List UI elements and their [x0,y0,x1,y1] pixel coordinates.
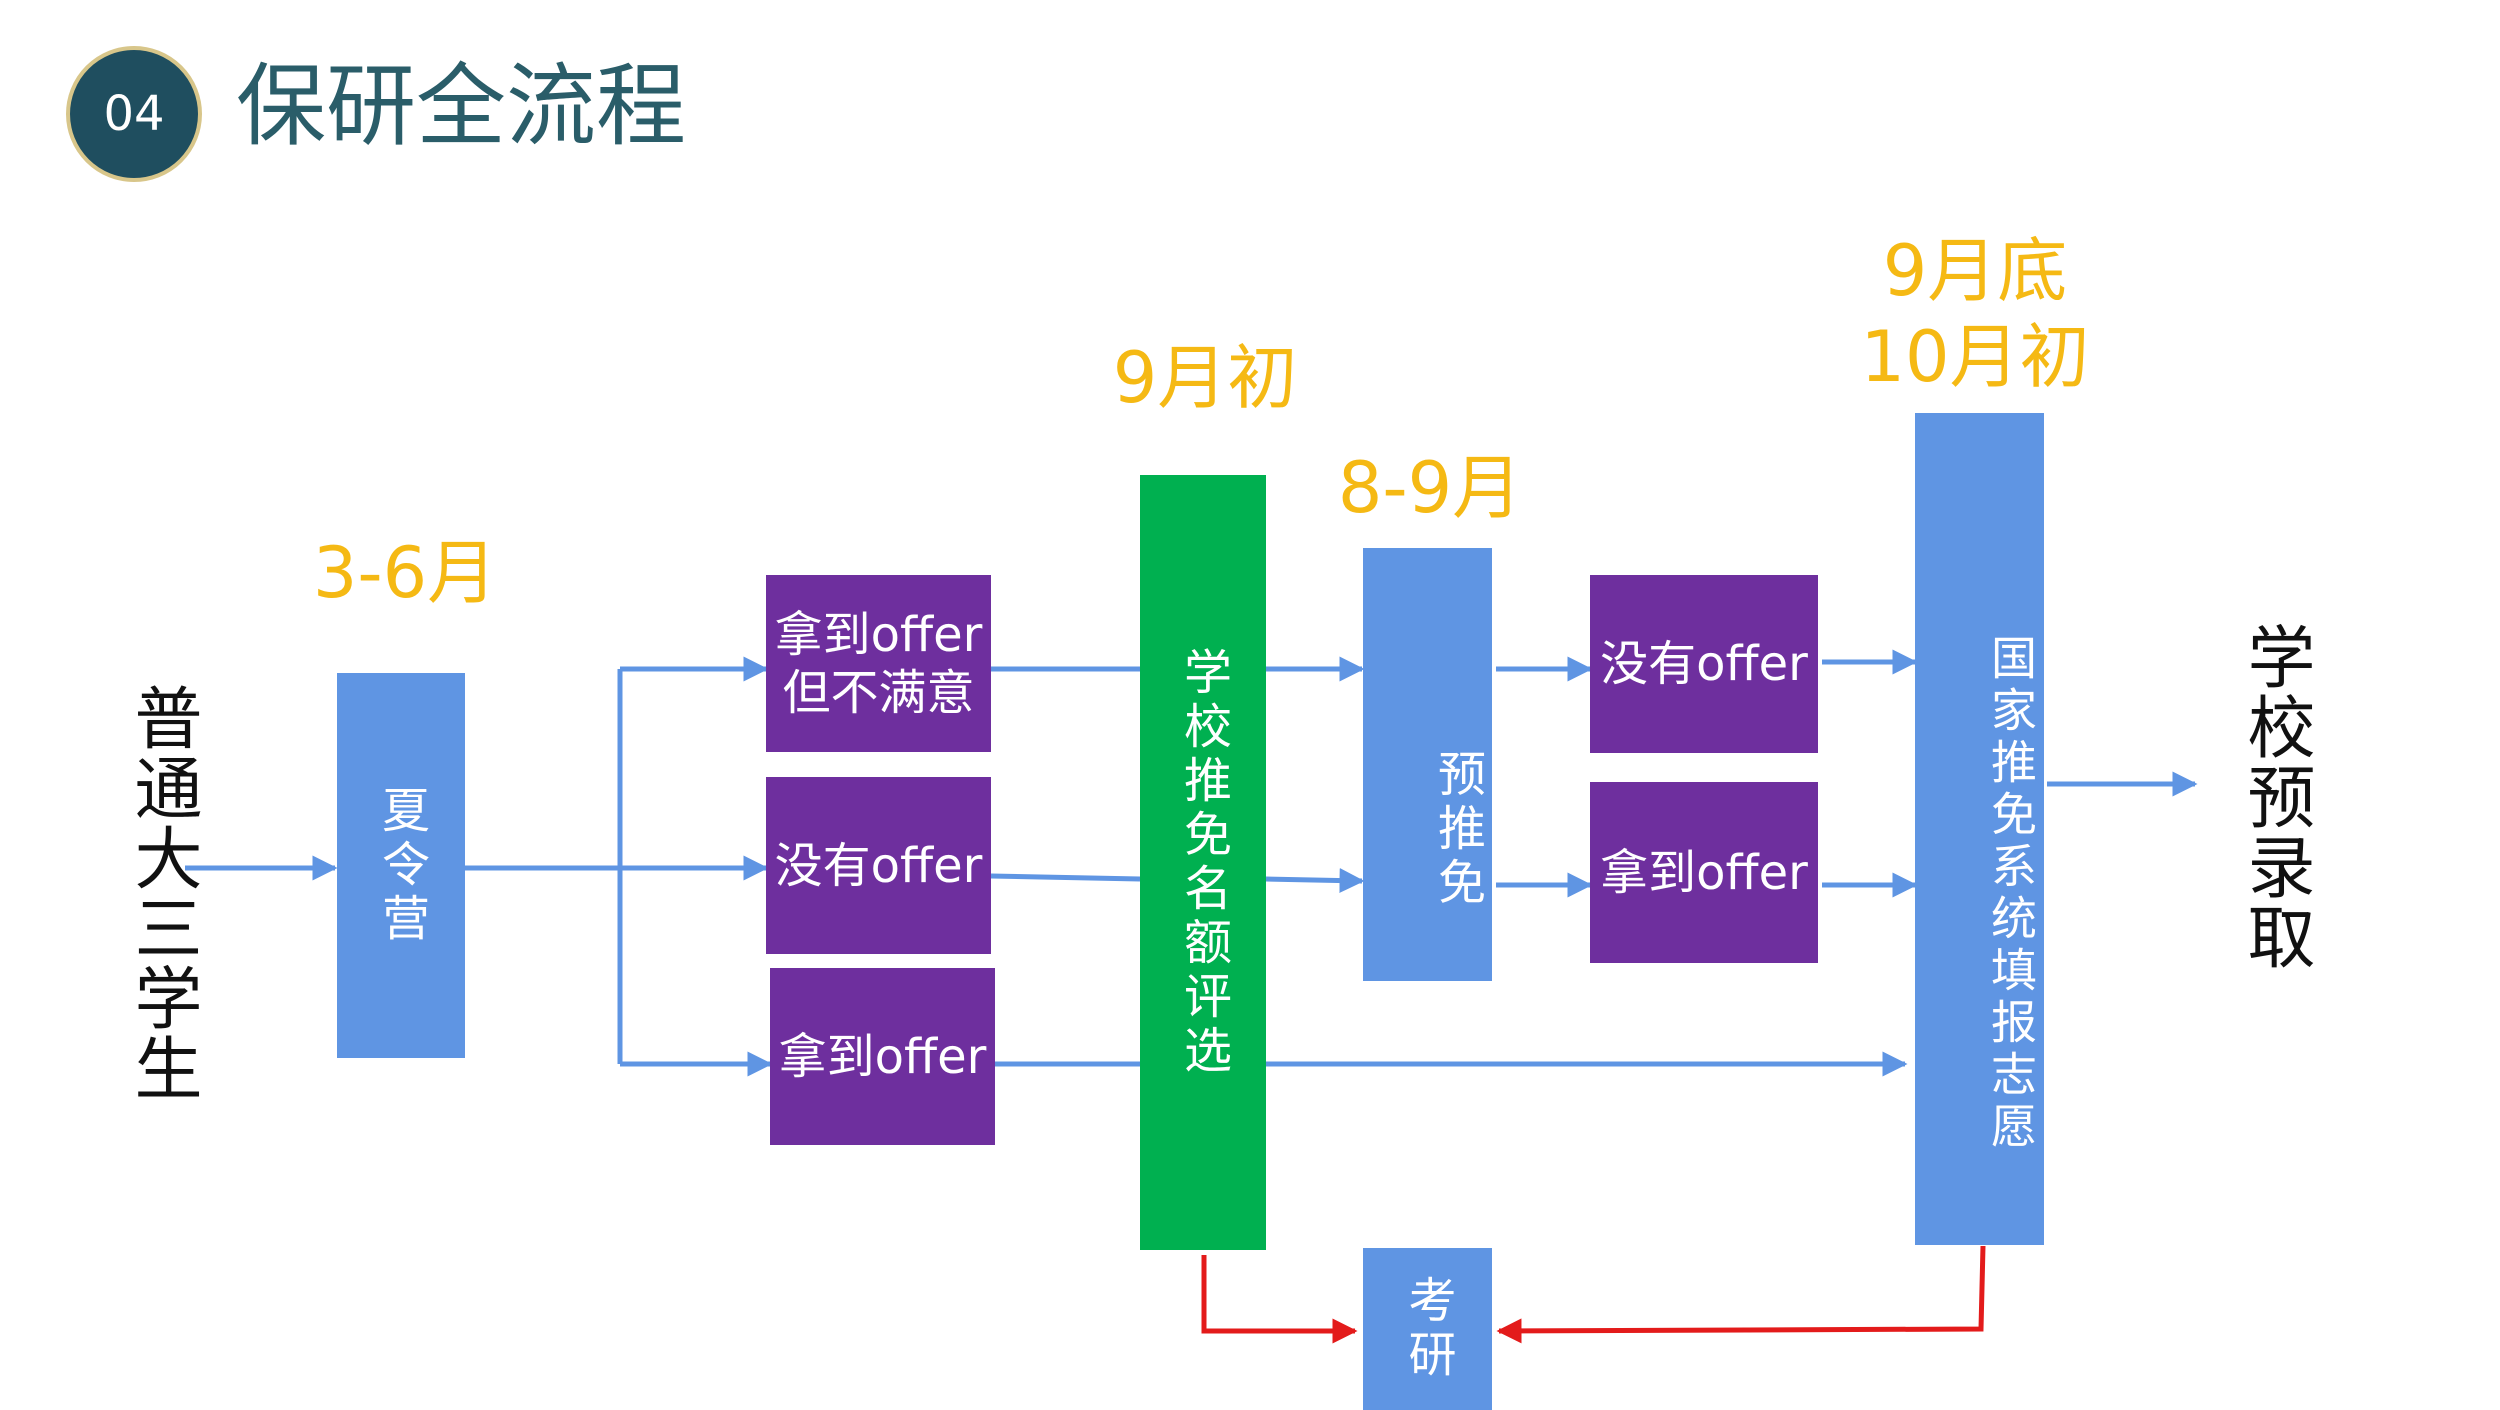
got-offer-label-2: 拿到offer [1600,844,1808,901]
end-label: 学校预录取 [2235,622,2314,972]
pre-rec-label: 预推免 [1429,748,1485,911]
got-offer-box-2: 拿到offer [1590,782,1818,963]
summer-camp-box: 夏令营 [337,673,465,1058]
arrow-eval-to-pre-rec-2 [1265,868,1365,894]
national-system-box: 国家推免系统填报志愿 [1915,413,2044,1245]
school-eval-box: 学校推免名额评选 [1140,475,1266,1250]
start-label: 普通大三学生 [122,683,201,1103]
page-title: 保研全流程 [236,54,686,159]
arrow-national-to-exam [1496,1245,1986,1344]
school-eval-label: 学校推免名额评选 [1175,646,1231,1079]
time-label-national: 9月底 10月初 [1860,230,2090,398]
section-number-badge: 04 [66,46,202,182]
offer-unsatisfied-box: 拿到offer 但不满意 [766,575,991,752]
national-system-label: 国家推免系统填报志愿 [1984,634,2038,1154]
time-label-pre-rec: 8-9月 [1337,447,1523,529]
no-offer-label-1: 没有offer [774,837,983,894]
exam-label: 考研 [1399,1275,1456,1383]
got-offer-box-1: 拿到offer [770,968,995,1145]
arrow-eval-to-exam [1201,1255,1358,1344]
exam-box: 考研 [1363,1248,1492,1410]
time-label-school-eval: 9月初 [1112,337,1298,419]
pre-rec-box: 预推免 [1363,548,1492,981]
time-label-summer: 3-6月 [312,532,498,614]
line-no-offer-1-to-eval [990,873,1141,882]
no-offer-box-2: 没有offer [1590,575,1818,753]
got-offer-label-1: 拿到offer [778,1028,987,1085]
no-offer-box-1: 没有offer [766,777,991,954]
summer-camp-label: 夏令营 [373,784,429,947]
no-offer-label-2: 没有offer [1600,636,1808,692]
offer-unsatisfied-label: 拿到offer 但不满意 [774,606,983,721]
